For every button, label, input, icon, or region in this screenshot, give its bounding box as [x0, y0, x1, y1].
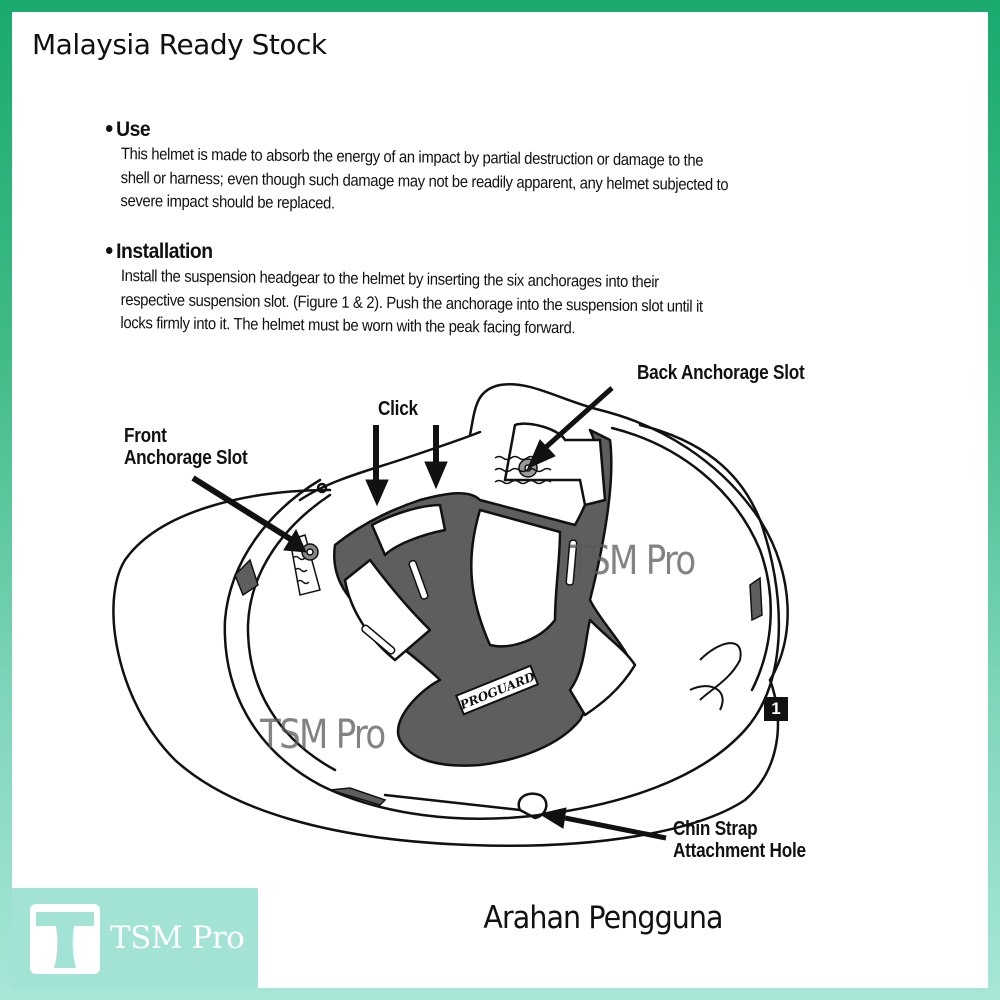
front-anchorage-label-line: Anchorage Slot: [124, 447, 248, 469]
chin-strap-label: Chin Strap Attachment Hole: [673, 818, 806, 862]
chin-strap-line: [383, 793, 522, 812]
side-clip: [749, 576, 763, 622]
figure-number-badge: 1: [764, 697, 788, 721]
chin-strap-label-line: Chin Strap: [673, 818, 758, 840]
back-anchorage-slot: [494, 422, 607, 507]
side-clip: [329, 787, 387, 806]
back-anchorage-label: Back Anchorage Slot: [637, 362, 805, 384]
click-label: Click: [378, 398, 418, 420]
watermark: TSM Pro: [260, 712, 386, 758]
front-anchorage-label-line: Front: [124, 425, 167, 447]
side-clip: [234, 558, 259, 597]
arrow-head-icon: [283, 528, 307, 553]
use-heading: Use: [106, 118, 151, 142]
front-anchorage-label: Front Anchorage Slot: [124, 425, 248, 469]
stock-banner-title: Malaysia Ready Stock: [32, 28, 327, 61]
helmet-back-shell: [468, 382, 789, 682]
brand-logo-icon: [30, 904, 100, 974]
letter-t-icon: [36, 912, 94, 968]
installation-heading-text: Installation: [116, 240, 213, 263]
arrow-head-icon: [538, 807, 567, 829]
chin-strap-label-line: Attachment Hole: [673, 840, 806, 862]
installation-heading: Installation: [106, 240, 213, 264]
arrow-down-icon: [424, 461, 448, 490]
harness-cutout: [370, 503, 447, 557]
harness-cutout: [568, 618, 637, 717]
harness-cutout: [470, 508, 562, 648]
bullet-icon: [106, 124, 113, 132]
watermark: TSM Pro: [570, 538, 696, 584]
helmet-shell-rim-inner: [246, 493, 337, 772]
use-heading-text: Use: [116, 118, 151, 141]
arrow-down-icon: [365, 479, 389, 507]
harness-cutout: [343, 558, 432, 662]
bullet-icon: [106, 246, 113, 254]
brand-logo-panel: TSM Pro: [12, 888, 258, 988]
brand-logo-text: TSM Pro: [110, 920, 245, 956]
callout-arrows: [191, 386, 667, 841]
helmet-brim-outline: [112, 488, 780, 848]
arrow-head-icon: [527, 439, 556, 469]
product-image-sheet: [12, 12, 988, 988]
footer-caption: Arahan Pengguna: [483, 900, 723, 936]
